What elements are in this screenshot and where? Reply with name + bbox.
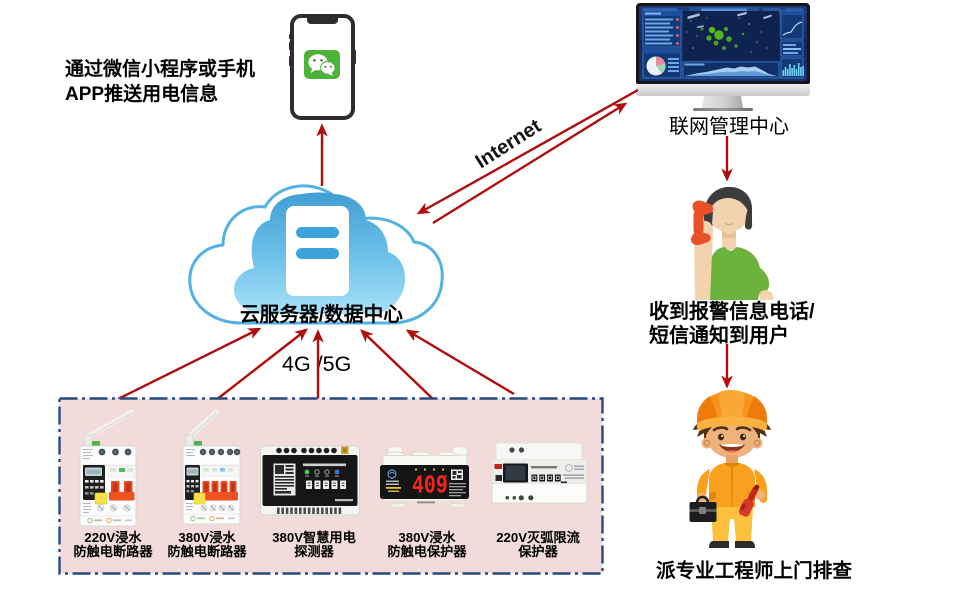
svg-text:409: 409: [412, 471, 448, 500]
